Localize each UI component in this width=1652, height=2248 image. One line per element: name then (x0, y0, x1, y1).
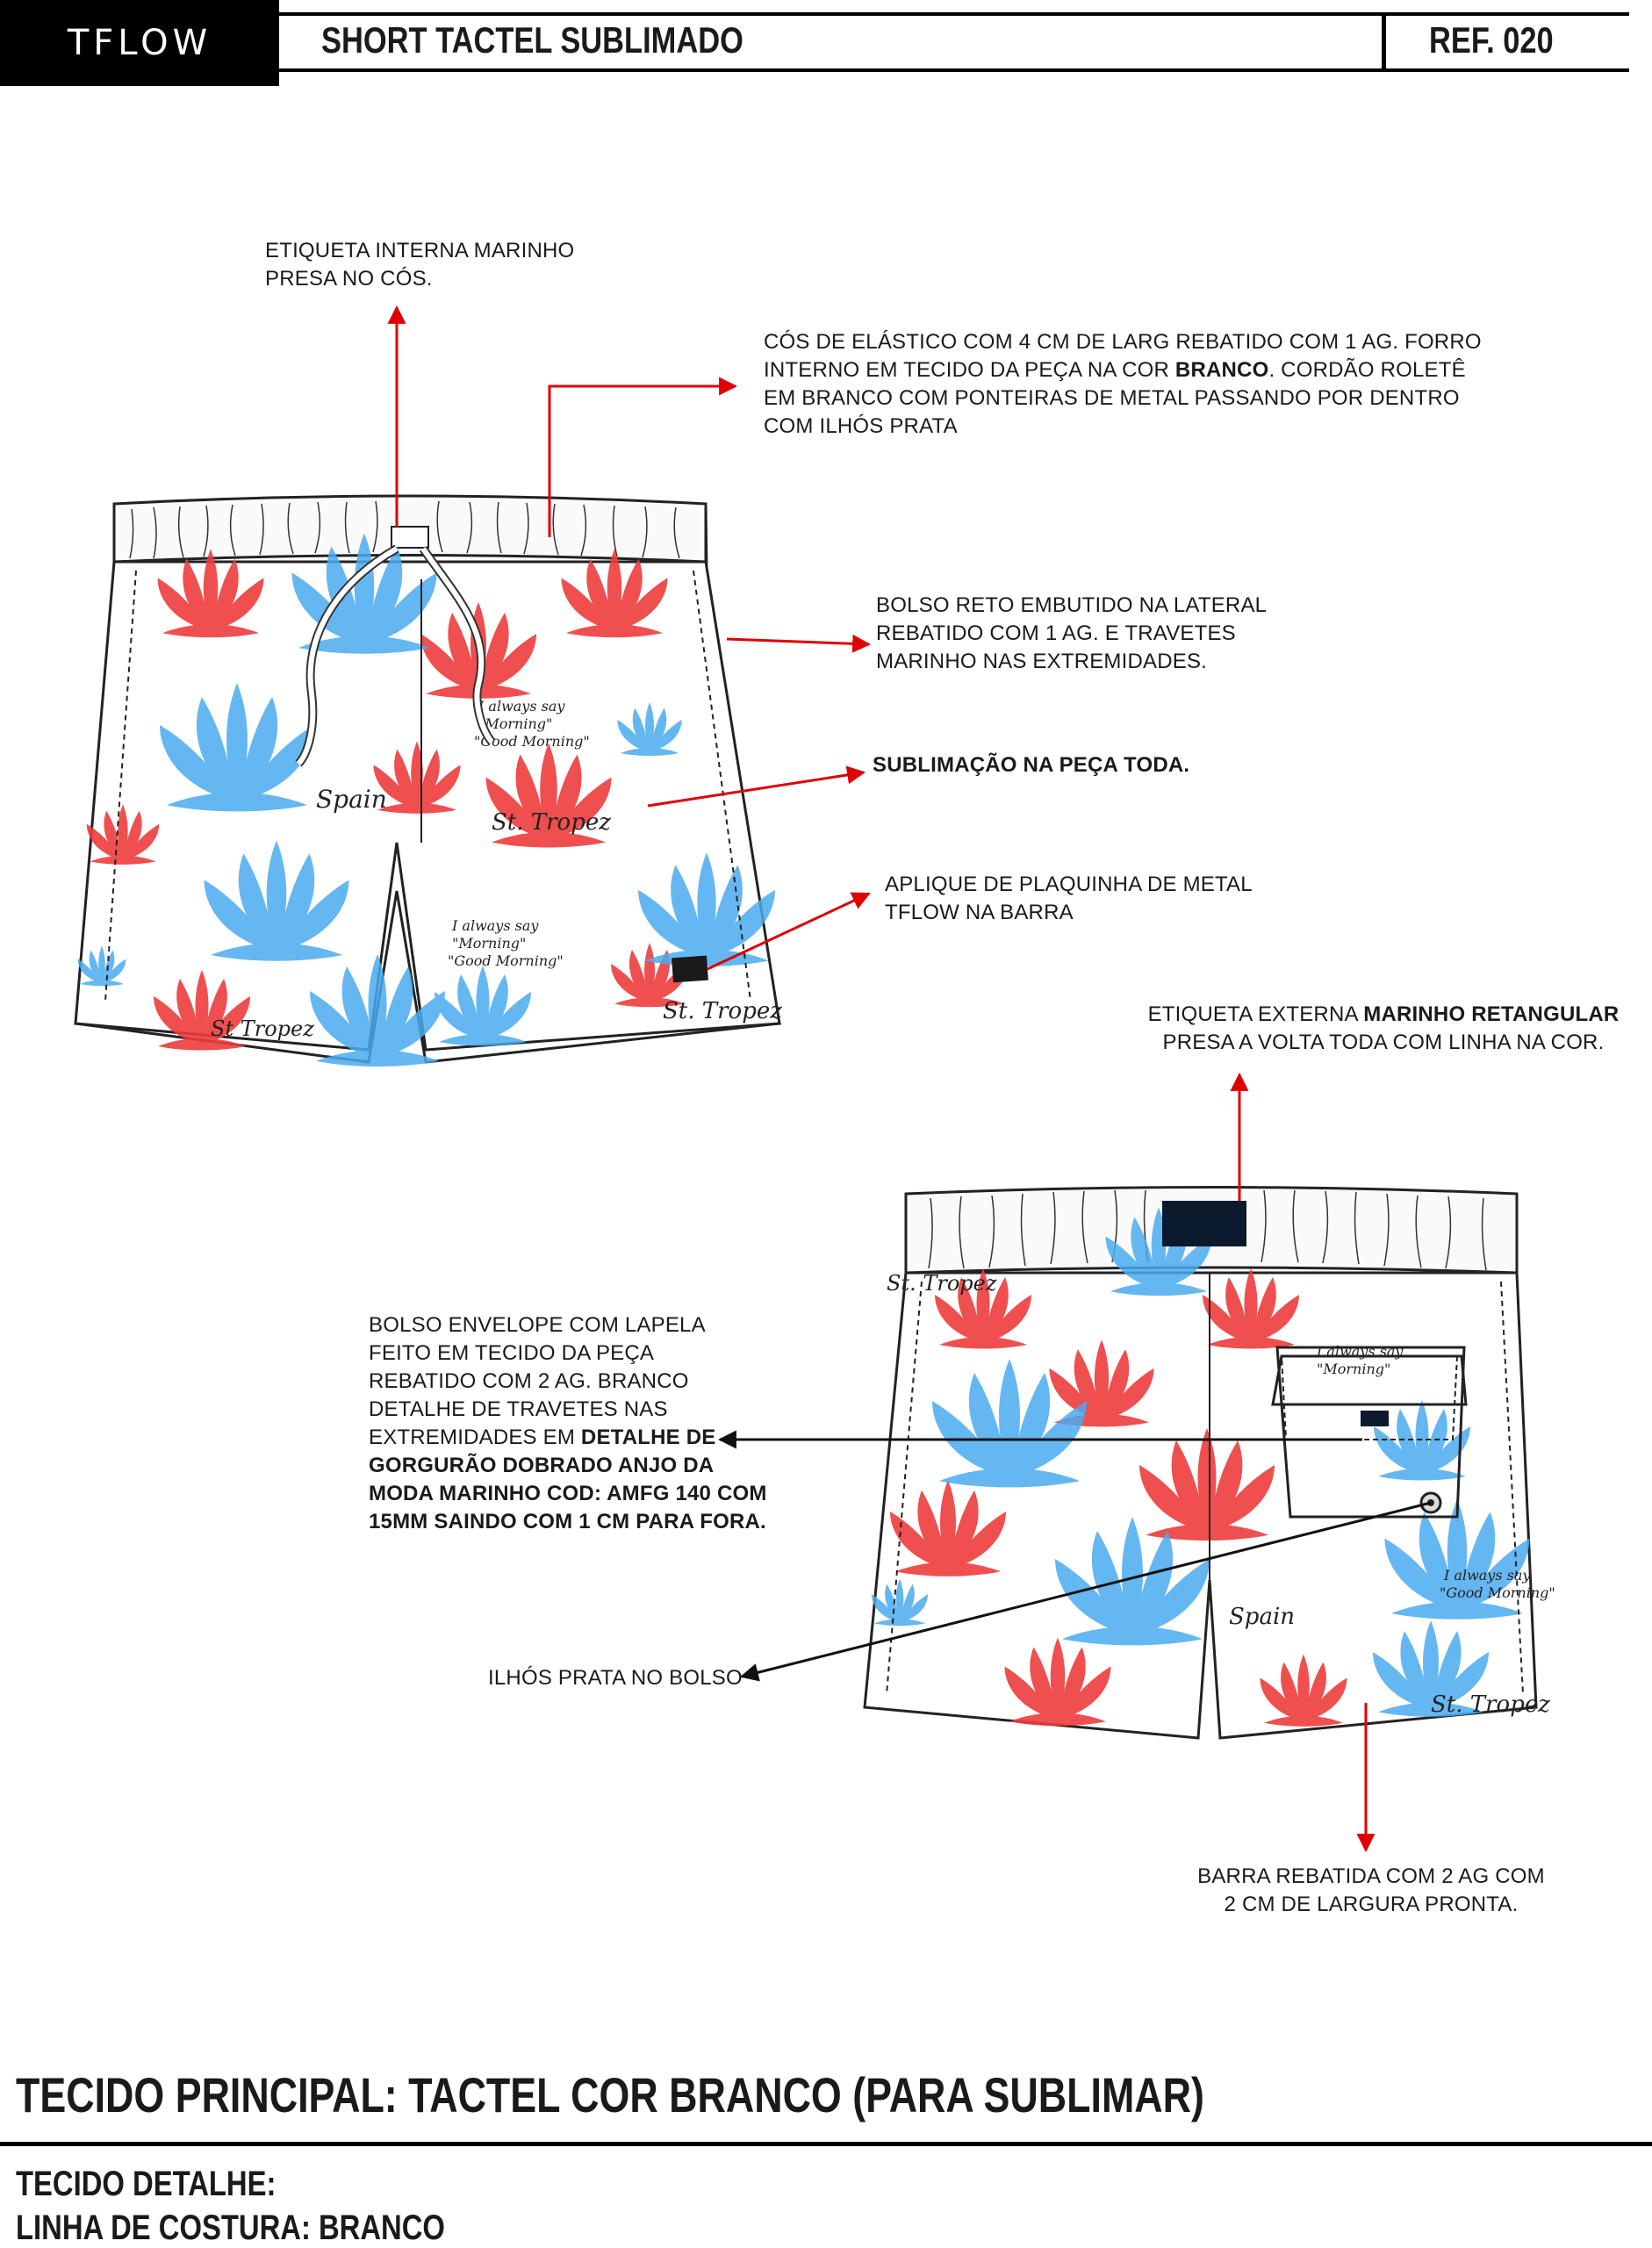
svg-text:St. Tropez: St. Tropez (663, 998, 782, 1024)
note-sublimation: SUBLIMAÇÃO NA PEÇA TODA. (873, 753, 1190, 777)
svg-text:I always say: I always say (478, 698, 565, 715)
svg-text:St. Tropez: St. Tropez (887, 1271, 997, 1296)
svg-text:Spain: Spain (1229, 1604, 1295, 1630)
note-waistband: CÓS DE ELÁSTICO COM 4 CM DE LARG REBATID… (764, 328, 1482, 441)
note-line: PRESA NO CÓS. (265, 267, 433, 291)
main-fabric: TECIDO PRINCIPAL: TACTEL COR BRANCO (PAR… (16, 2067, 1204, 2122)
svg-text:Spain: Spain (316, 785, 387, 814)
note-line: MODA MARINHO COD: AMFG 140 COM (369, 1482, 767, 1505)
svg-text:I always say: I always say (451, 917, 539, 934)
svg-text:"Good Morning": "Good Morning" (1440, 1584, 1555, 1601)
front-shorts-drawing: I always say "Morning" "Good Morning" I … (74, 494, 782, 1067)
svg-text:"Morning": "Morning" (1317, 1361, 1390, 1377)
note-external-label: ETIQUETA EXTERNA MARINHO RETANGULAR PRES… (1138, 1001, 1629, 1057)
note-bold: BRANCO (1174, 358, 1269, 382)
note-line: PRESA A VOLTA TODA COM LINHA NA COR. (1162, 1031, 1605, 1054)
back-shorts-drawing: I always say "Morning" I always say "Goo… (863, 1186, 1555, 1740)
svg-text:I always say: I always say (1443, 1567, 1531, 1584)
svg-text:"Morning": "Morning" (478, 715, 552, 732)
note-line: BOLSO RETO EMBUTIDO NA LATERAL (876, 593, 1268, 617)
reference-code: REF. 020 (1429, 19, 1554, 61)
detail-fabric: TECIDO DETALHE: (16, 2165, 277, 2203)
note-text: ETIQUETA EXTERNA (1147, 1002, 1364, 1026)
note-line: COM ILHÓS PRATA (764, 414, 958, 438)
note-line: EM BRANCO COM PONTEIRAS DE METAL PASSAND… (764, 386, 1460, 410)
svg-text:"Morning": "Morning" (452, 935, 526, 952)
note-line: REBATIDO COM 1 AG. E TRAVETES (876, 621, 1236, 645)
note-line: EXTREMIDADES EM DETALHE DE (369, 1424, 767, 1452)
note-text: INTERNO EM TECIDO DA PEÇA NA COR (764, 358, 1175, 382)
note-line: ETIQUETA EXTERNA MARINHO RETANGULAR (1138, 1001, 1629, 1029)
svg-text:St. Tropez: St. Tropez (1431, 1691, 1550, 1718)
svg-text:"Good Morning": "Good Morning" (448, 952, 564, 969)
sewing-thread: LINHA DE COSTURA: BRANCO (16, 2208, 445, 2247)
note-line: GORGURÃO DOBRADO ANJO DA (369, 1454, 715, 1477)
note-text: . CORDÃO ROLETÊ (1268, 358, 1466, 382)
note-eyelet: ILHÓS PRATA NO BOLSO (488, 1666, 743, 1690)
note-line: DETALHE DE TRAVETES NAS (369, 1397, 668, 1421)
note-line: APLIQUE DE PLAQUINHA DE METAL (885, 873, 1253, 896)
note-bold: MARINHO RETANGULAR (1363, 1002, 1620, 1026)
note-line: FEITO EM TECIDO DA PEÇA (369, 1341, 655, 1365)
logo-block (0, 0, 279, 86)
note-line: BOLSO ENVELOPE COM LAPELA (369, 1313, 706, 1337)
note-envelope-pocket: BOLSO ENVELOPE COM LAPELA FEITO EM TECID… (369, 1311, 767, 1536)
note-line: 15MM SAINDO COM 1 CM PARA FORA. (369, 1510, 766, 1533)
note-metal-plaque: APLIQUE DE PLAQUINHA DE METAL TFLOW NA B… (885, 871, 1253, 927)
annotation-arrows (387, 305, 1375, 1853)
note-hem: BARRA REBATIDA COM 2 AG COM 2 CM DE LARG… (1187, 1863, 1555, 1919)
brand-logo: TFLOW (67, 23, 212, 63)
document-title: SHORT TACTEL SUBLIMADO (321, 19, 743, 61)
note-line: TFLOW NA BARRA (885, 901, 1074, 924)
header-bottom-rule (279, 68, 1629, 72)
header-divider (1382, 12, 1386, 72)
header-top-rule (279, 12, 1629, 16)
note-line: REBATIDO COM 2 AG. BRANCO (369, 1369, 689, 1393)
annotation-arrows-black (717, 1430, 1432, 1682)
note-line: INTERNO EM TECIDO DA PEÇA NA COR BRANCO.… (764, 356, 1482, 384)
note-line: 2 CM DE LARGURA PRONTA. (1224, 1892, 1519, 1916)
note-line: BARRA REBATIDA COM 2 AG COM (1197, 1864, 1545, 1888)
note-line: MARINHO NAS EXTREMIDADES. (876, 650, 1208, 673)
svg-text:St Tropez: St Tropez (211, 1016, 314, 1041)
note-bold: DETALHE DE (580, 1426, 716, 1449)
svg-text:St. Tropez: St. Tropez (492, 809, 611, 836)
note-internal-label: ETIQUETA INTERNA MARINHO PRESA NO CÓS. (265, 237, 574, 293)
svg-text:"Good Morning": "Good Morning" (474, 733, 590, 750)
footer-rule (0, 2142, 1652, 2146)
note-side-pocket: BOLSO RETO EMBUTIDO NA LATERAL REBATIDO … (876, 592, 1267, 676)
note-text: EXTREMIDADES EM (369, 1426, 581, 1449)
note-line: CÓS DE ELÁSTICO COM 4 CM DE LARG REBATID… (764, 330, 1482, 354)
note-line: ETIQUETA INTERNA MARINHO (265, 239, 575, 262)
